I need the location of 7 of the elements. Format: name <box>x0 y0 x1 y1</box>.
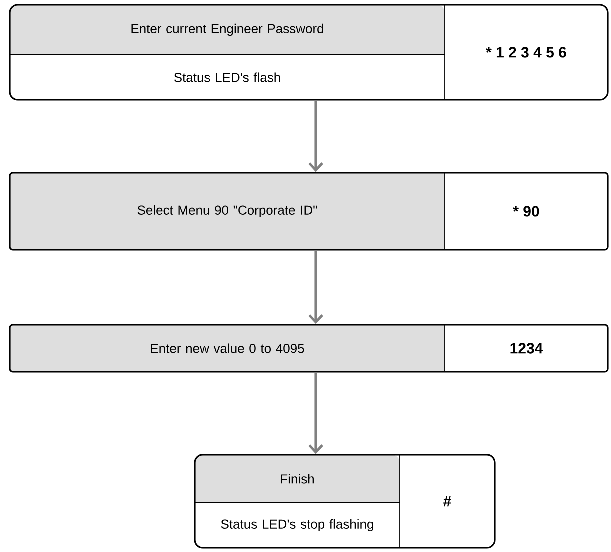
arrow <box>308 250 324 324</box>
step-box: Select Menu 90 "Corporate ID" * 90 <box>9 172 609 251</box>
step-box: Finish Status LED's stop flashing # <box>194 454 496 549</box>
arrow <box>308 100 324 172</box>
step-box: Enter current Engineer Password Status LED's flash * 1 2 3 4 5 6 <box>9 4 609 101</box>
step-box: Enter new value 0 to 4095 1234 <box>9 324 609 373</box>
arrow <box>308 372 324 454</box>
